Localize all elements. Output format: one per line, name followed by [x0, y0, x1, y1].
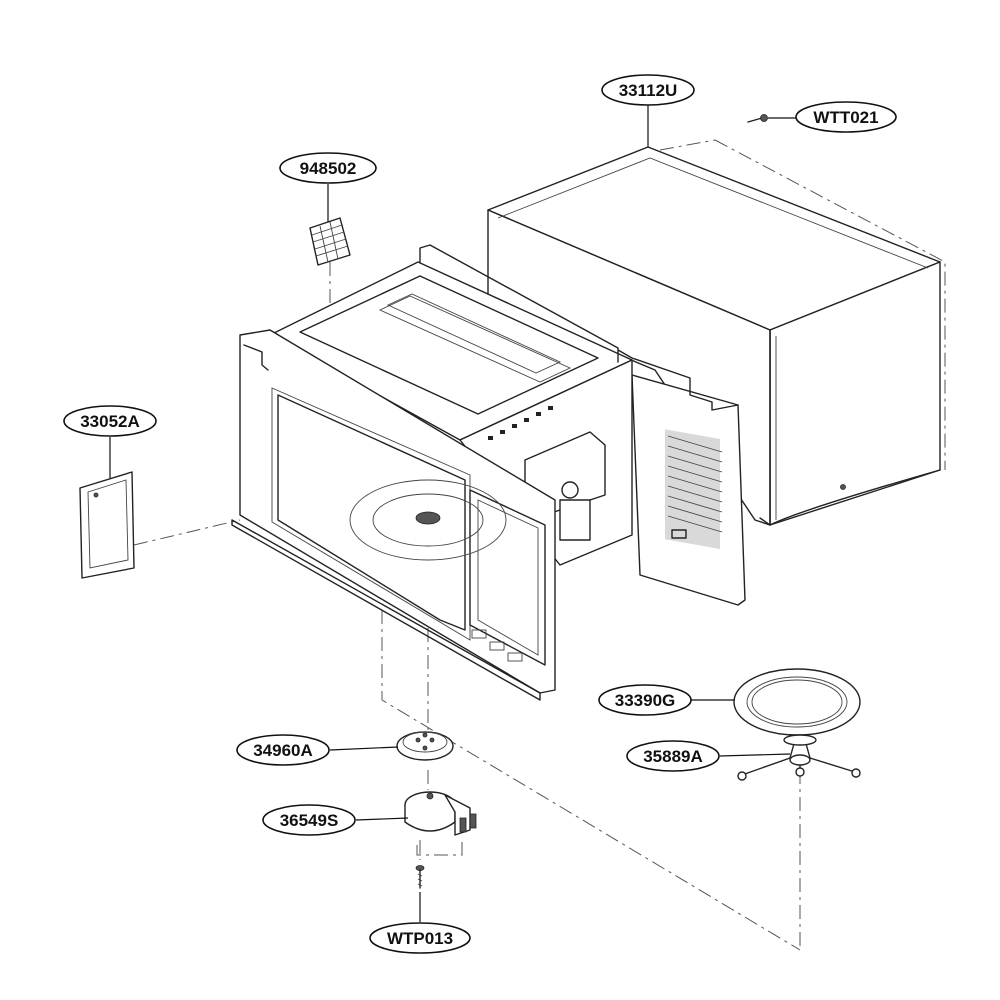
part-number: 33112U — [619, 81, 678, 100]
label-33112U: 33112U — [601, 74, 695, 106]
cabinet-screw-part — [747, 114, 768, 123]
part-number: WTT021 — [813, 108, 878, 127]
filter-part — [309, 217, 351, 266]
label-948502: 948502 — [279, 152, 377, 184]
coupler-part — [396, 731, 454, 761]
part-number: 34960A — [253, 741, 313, 760]
side-bracket — [617, 349, 746, 606]
front-frame — [231, 329, 556, 701]
part-number: 33052A — [80, 412, 140, 431]
waveguide-cover-part — [79, 471, 135, 579]
label-WTP013: WTP013 — [369, 922, 471, 954]
motor-screw-part — [415, 865, 425, 889]
label-WTT021: WTT021 — [795, 101, 897, 133]
label-36549S: 36549S — [262, 804, 356, 836]
oven-cavity — [269, 244, 633, 566]
leader-lines — [109, 105, 797, 922]
label-33052A: 33052A — [63, 405, 157, 437]
part-number: 948502 — [300, 159, 357, 178]
label-33390G: 33390G — [598, 684, 692, 716]
roller-guide-part — [737, 734, 861, 781]
label-34960A: 34960A — [236, 734, 330, 766]
label-35889A: 35889A — [626, 740, 720, 772]
part-number: 36549S — [280, 811, 339, 830]
turntable-motor-part — [404, 791, 477, 836]
part-number: WTP013 — [387, 929, 453, 948]
part-number: 33390G — [615, 691, 676, 710]
glass-tray-part — [733, 668, 861, 736]
part-number: 35889A — [643, 747, 703, 766]
